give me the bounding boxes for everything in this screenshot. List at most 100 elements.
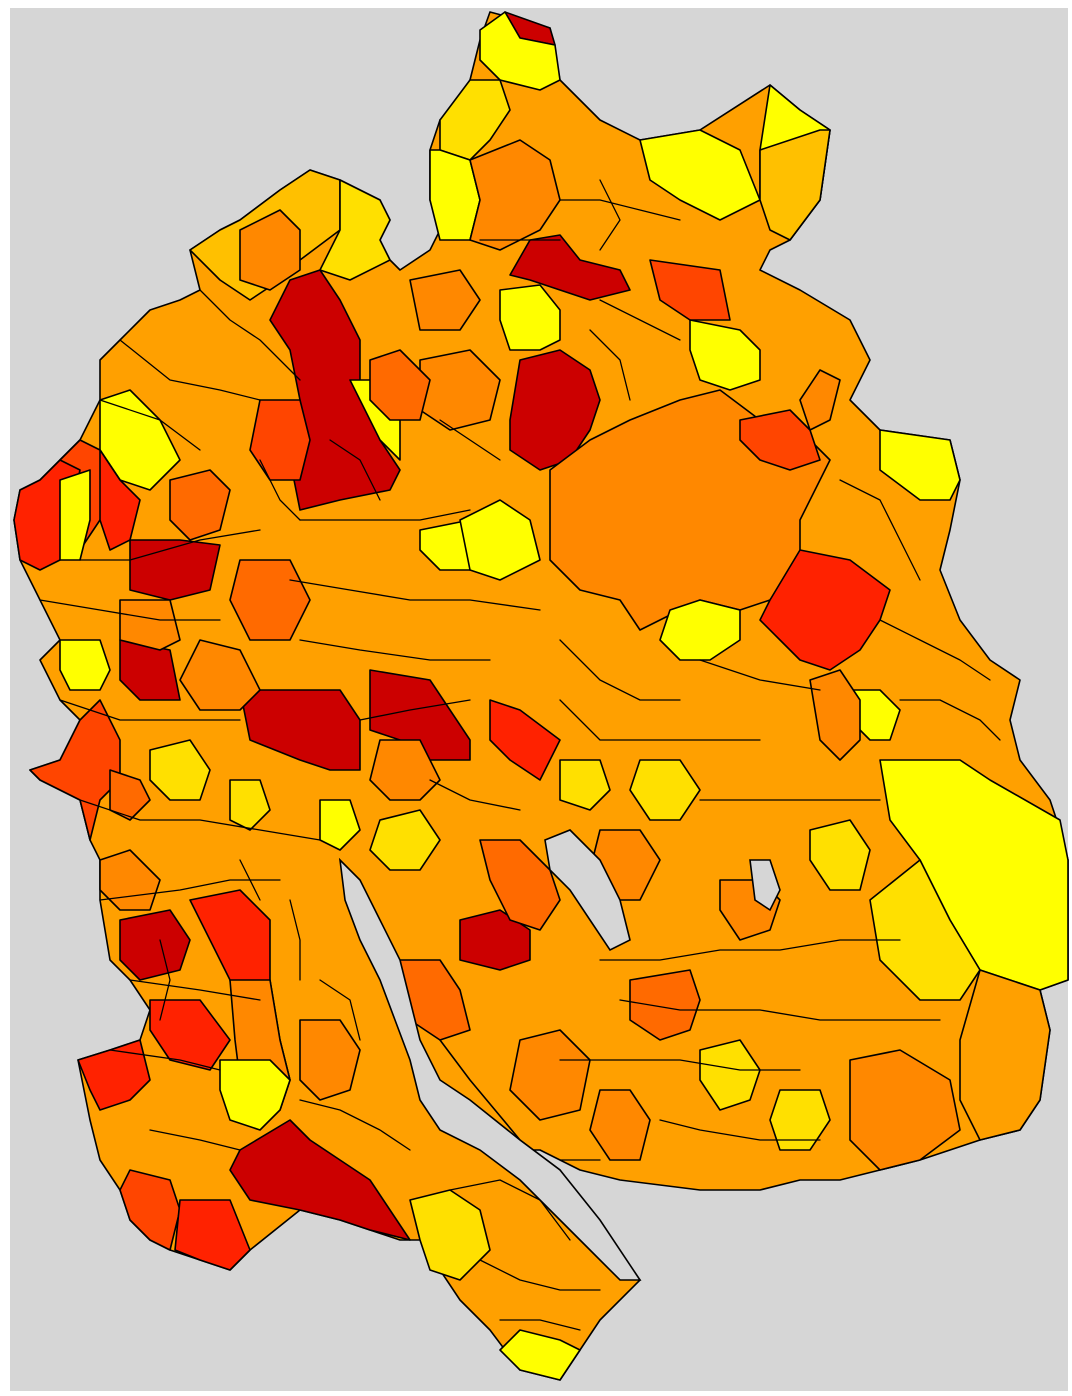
- municipality-border: [589, 329, 631, 401]
- region-orange-e-red2: [739, 409, 821, 471]
- region-yellow-hole-a: [499, 284, 561, 351]
- municipality-border: [59, 699, 241, 721]
- region-yellow-mid-k: [149, 739, 211, 801]
- region-orange-c-d: [179, 639, 261, 711]
- region-orange-s-e: [589, 1089, 651, 1161]
- municipality-border: [119, 339, 261, 401]
- municipality-border: [899, 699, 1001, 741]
- region-sw-darkred: [229, 1119, 411, 1241]
- region-sw-red-bottom: [119, 1169, 181, 1251]
- region-yellow-mid-g: [629, 759, 701, 821]
- region-yellow-e-a: [659, 599, 741, 661]
- municipality-border: [149, 1129, 241, 1151]
- region-yellow-mid-m: [319, 799, 361, 851]
- region-yellow-center-b: [459, 499, 541, 581]
- municipality-border: [429, 779, 521, 811]
- municipality-border: [99, 879, 281, 901]
- lake-greifensee: [544, 829, 631, 952]
- municipality-border: [659, 1119, 821, 1141]
- municipality-border: [299, 509, 471, 521]
- region-yellow-e-c: [879, 429, 961, 501]
- municipality-border: [159, 939, 171, 1021]
- region-west-center-red: [129, 539, 221, 601]
- municipality-border: [479, 1259, 601, 1291]
- municipality-border: [499, 1319, 581, 1331]
- region-northeast-red: [649, 259, 731, 321]
- municipality-border: [439, 419, 501, 461]
- municipality-border: [79, 799, 321, 841]
- region-yellow-mid-o: [769, 1089, 831, 1151]
- region-yellow-mid-l: [229, 779, 271, 831]
- lake-zurich: [338, 857, 642, 1281]
- municipality-border: [359, 699, 471, 721]
- region-sw-red-bottom-b: [174, 1199, 251, 1271]
- municipality-border: [319, 979, 361, 1041]
- municipality-border: [599, 939, 901, 961]
- municipality-border: [299, 639, 491, 661]
- region-orange-nw-a: [239, 209, 301, 291]
- region-yellow-mid-h: [809, 819, 871, 891]
- region-yellow-mid-j: [369, 809, 441, 871]
- municipality-border: [79, 529, 261, 561]
- region-orange-c-b: [369, 349, 431, 421]
- lakes-layer: [338, 829, 781, 1281]
- municipality-border: [559, 699, 761, 741]
- region-yellow-s-b: [409, 1189, 491, 1281]
- region-orange-red-lake: [629, 969, 701, 1041]
- municipality-border: [449, 1179, 571, 1241]
- region-northeast-a: [639, 129, 761, 221]
- municipality-border: [99, 399, 201, 451]
- region-red-south-center: [459, 909, 531, 971]
- municipality-border: [559, 639, 681, 701]
- region-orange-mid: [479, 839, 561, 931]
- region-east-mid-a: [869, 859, 981, 1001]
- municipality-borders: [39, 179, 1001, 1331]
- municipality-border: [329, 439, 381, 501]
- region-yellow-s-a: [499, 1329, 581, 1381]
- region-yellow-mid-n: [699, 1039, 761, 1111]
- region-darkred-center-n: [509, 349, 601, 471]
- region-orange-n-a: [409, 269, 481, 331]
- municipality-border: [129, 979, 261, 1001]
- region-red-nw-c: [249, 399, 311, 481]
- region-orange-w-h: [169, 469, 231, 541]
- region-east-orange-b: [849, 1049, 961, 1171]
- region-center-north-red: [509, 234, 631, 301]
- region-orange-w-f: [109, 769, 151, 821]
- region-orange-e-b: [799, 369, 841, 431]
- region-yellow-sw-a: [219, 1059, 291, 1131]
- region-sw-red-b: [149, 999, 231, 1071]
- municipality-border: [289, 579, 541, 611]
- region-orange-sw-c: [299, 1019, 361, 1101]
- region-yellow-e-b: [689, 319, 761, 391]
- region-center-darkred: [239, 689, 361, 771]
- municipality-border: [559, 1059, 801, 1071]
- municipality-border: [299, 1099, 411, 1151]
- region-north-d: [469, 139, 561, 251]
- municipality-border: [879, 619, 991, 681]
- municipality-border: [199, 289, 301, 381]
- municipality-border: [109, 1049, 221, 1071]
- region-orange-s-d: [509, 1029, 591, 1121]
- region-sw-red-a: [119, 909, 191, 981]
- municipality-border: [259, 459, 301, 521]
- region-northeast-c: [759, 129, 831, 241]
- municipality-border: [599, 179, 621, 251]
- region-east-yellow-b: [879, 759, 1069, 991]
- region-nw-b: [319, 179, 391, 281]
- municipality-border: [239, 859, 261, 901]
- region-center-darkred-b: [369, 669, 471, 761]
- municipality-border: [39, 599, 221, 621]
- region-east-orange-a: [959, 969, 1051, 1141]
- region-north-a: [479, 11, 561, 91]
- region-orange-c-c: [369, 739, 441, 801]
- municipality-border: [289, 899, 301, 981]
- region-yellow-w-strip: [59, 639, 111, 691]
- municipality-border: [559, 199, 681, 221]
- region-sw-red-tip: [77, 1039, 151, 1111]
- region-red-c: [489, 699, 561, 781]
- municipality-border: [699, 659, 821, 691]
- municipality-border: [839, 479, 921, 581]
